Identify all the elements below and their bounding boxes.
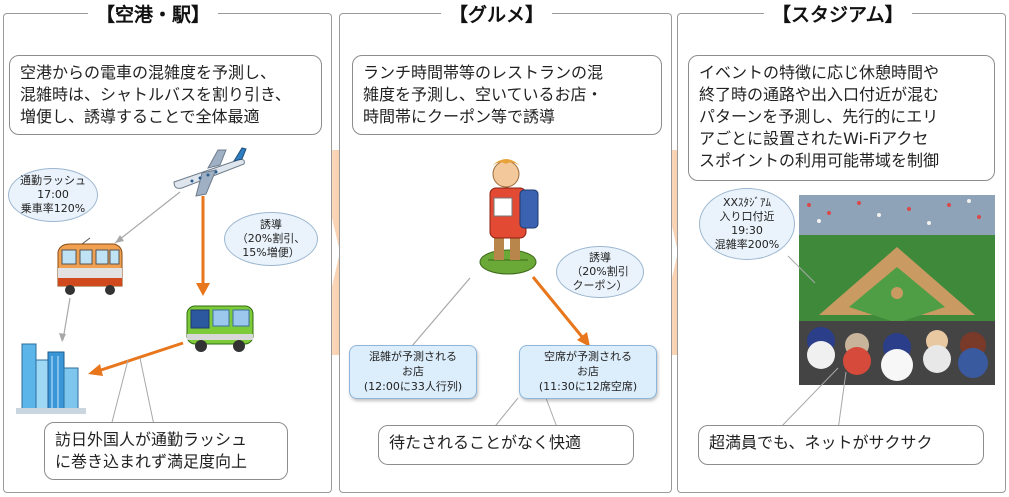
airport-benefit: 訪日外国人が通勤ラッシュ に巻き込まれず満足度向上 [44, 422, 288, 480]
gourmet-description: ランチ時間帯等のレストランの混 雑度を予測し、空いているお店・ 時間帯にクーポン… [352, 55, 662, 135]
stadium-benefit: 超満員でも、ネットがサクサク [698, 425, 984, 465]
tourist-icon [479, 159, 539, 275]
shop-crowded: 混雑が予測される お店 (12:00に33人行列) [349, 345, 477, 399]
airport-connectors [59, 191, 210, 431]
bubble-stadium-congestion: XXｽﾀｼﾞｱﾑ 入り口付近 19:30 混雑率200% [699, 188, 795, 260]
train-icon [57, 237, 123, 295]
buildings-icon [16, 343, 86, 414]
panel-title-airport: 【空港・駅】 [88, 3, 219, 27]
panel-title-gourmet: 【グルメ】 [441, 3, 553, 27]
panel-title-stadium: 【スタジアム】 [764, 3, 912, 27]
bubble-guide-discount: 誘導 （20%割引、 15%増便） [224, 212, 318, 266]
stadium-description: イベントの特徴に応じ休憩時間や 終了時の通路や出入口付近が混む パターンを予測し… [688, 55, 995, 181]
shop-available: 空席が予測される お店 (11:30に12席空席) [519, 345, 657, 399]
airplane-icon [173, 147, 247, 197]
bus-icon [186, 305, 254, 352]
gourmet-benefit: 待たされることがなく快適 [378, 425, 634, 465]
bubble-commute-rush: 通勤ラッシュ 17:00 乗車率120% [8, 168, 98, 222]
airport-description: 空港からの電車の混雑度を予測し、 混雑時は、シャトルバスを割り引き、 増便し、誘… [9, 55, 322, 135]
bubble-guide-coupon: 誘導 （20%割引 クーポン） [556, 246, 644, 298]
stadium-photo [799, 195, 995, 385]
gourmet-connectors [411, 276, 590, 431]
